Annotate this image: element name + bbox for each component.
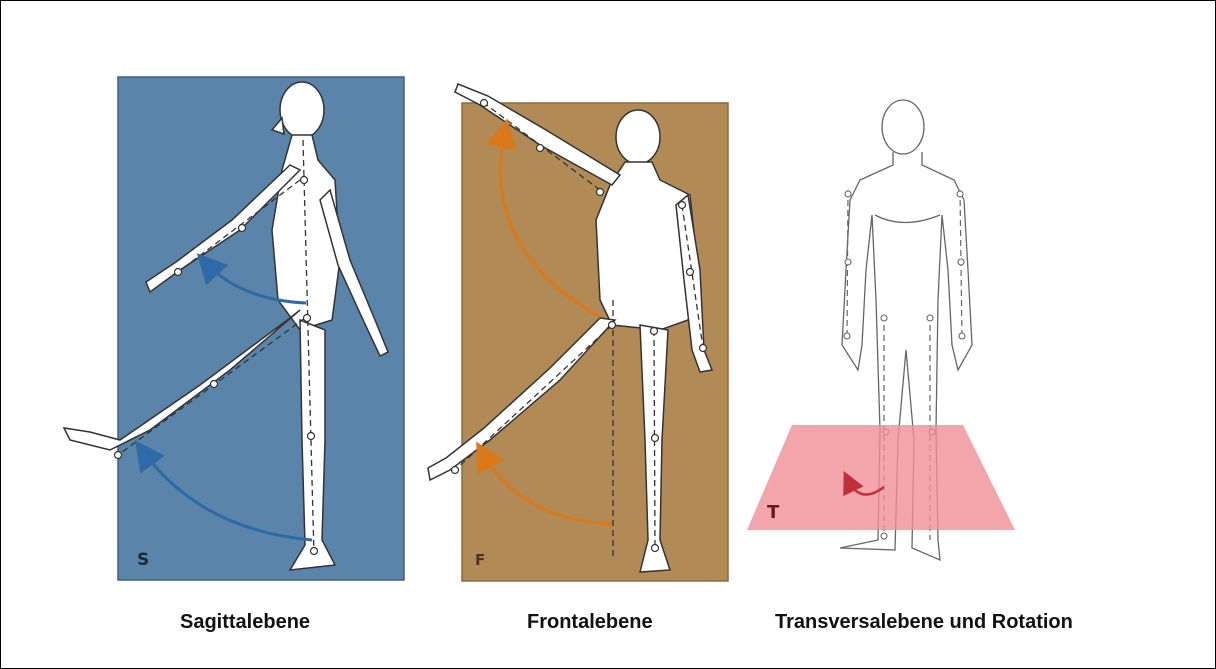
sagittal-caption: Sagittalebene bbox=[180, 611, 310, 634]
transversal-caption: Transversalebene und Rotation bbox=[775, 611, 1073, 634]
sagittal-plane-letter: S bbox=[137, 550, 149, 570]
frontal-plane-letter: F bbox=[475, 551, 485, 569]
transversal-plane bbox=[747, 425, 1015, 530]
transversal-panel bbox=[747, 100, 1015, 560]
sagittal-plane bbox=[118, 77, 404, 580]
sagittal-panel bbox=[64, 77, 404, 580]
transversal-plane-letter: T bbox=[767, 502, 780, 523]
frontal-caption: Frontalebene bbox=[527, 611, 653, 634]
frontal-panel bbox=[428, 84, 728, 581]
